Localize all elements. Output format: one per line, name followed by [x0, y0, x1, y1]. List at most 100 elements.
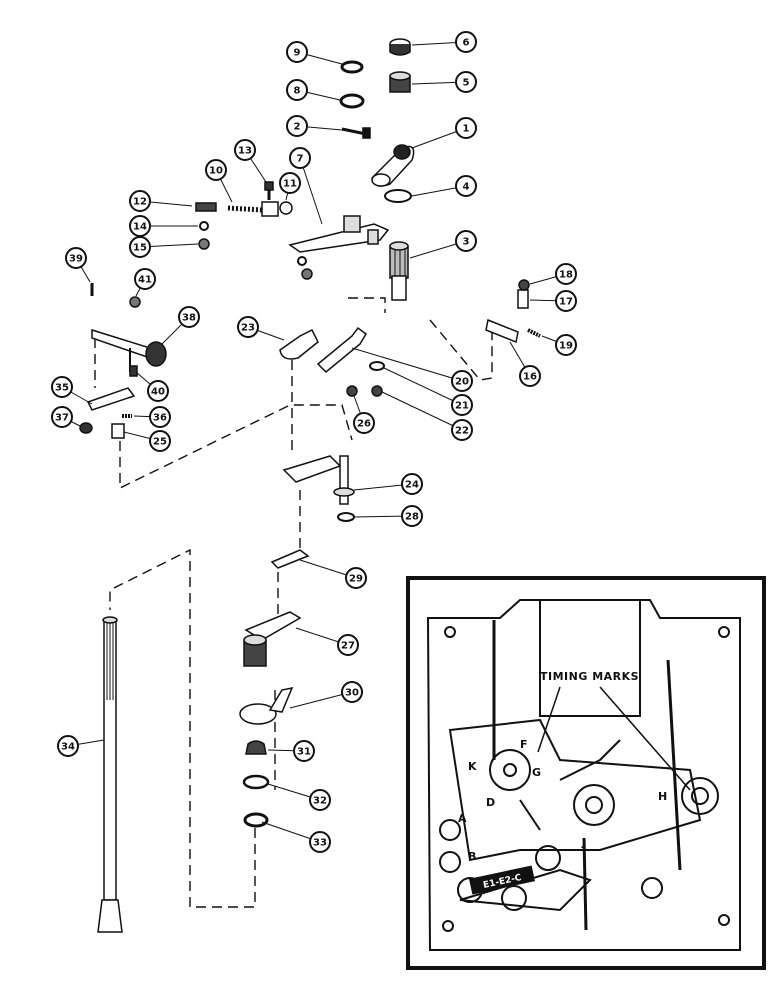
callout-12: 12 [129, 190, 193, 212]
part-26-nut [346, 385, 358, 397]
part-5-bushing [389, 71, 411, 93]
part-10-rod [227, 205, 263, 213]
inset-letter-h: H [658, 790, 667, 803]
parts [79, 38, 541, 933]
callout-20: 20 [351, 347, 473, 392]
callout-2: 2 [286, 115, 343, 137]
part-22-nut [371, 385, 383, 397]
callout-4: 4 [411, 175, 477, 197]
callout-30: 30 [289, 681, 363, 709]
part-16-link [485, 318, 519, 344]
inset-letter-k: K [468, 760, 477, 773]
part-21-washer [369, 361, 385, 371]
callout-number: 9 [294, 48, 301, 59]
callout-number: 26 [357, 419, 371, 430]
part-25-bushing [111, 423, 125, 439]
callout-15: 15 [129, 236, 199, 258]
part-3-shaft [389, 241, 409, 301]
callout-13: 13 [234, 139, 267, 183]
callout-5: 5 [411, 71, 477, 93]
callout-18: 18 [529, 263, 577, 285]
callout-number: 14 [133, 222, 147, 233]
callout-number: 4 [463, 182, 470, 193]
callout-number: 8 [294, 86, 301, 97]
callout-number: 41 [138, 275, 152, 286]
callout-17: 17 [529, 290, 577, 312]
part-14-washer [199, 221, 209, 231]
callout-24: 24 [353, 473, 423, 495]
callout-layer: 1234567891011121314151617181920212223242… [51, 31, 577, 853]
part-40-screw [129, 365, 138, 377]
part-11-rod-end [261, 201, 293, 217]
callout-number: 2 [294, 122, 301, 133]
callout-number: 30 [345, 688, 359, 699]
part-23-arm [279, 328, 319, 360]
callout-36: 36 [133, 406, 171, 428]
part-6-nut [389, 38, 411, 56]
callout-26: 26 [353, 395, 375, 434]
callout-number: 1 [463, 124, 470, 135]
inset-letter-b: B [468, 850, 476, 863]
inset-letter-d: D [486, 796, 495, 809]
part-29-lever [270, 549, 310, 569]
timing-inset [406, 576, 766, 970]
part-8-washer [339, 93, 365, 109]
callout-28: 28 [353, 505, 423, 527]
callout-number: 23 [241, 323, 255, 334]
inset-code-tag [469, 865, 535, 895]
callout-number: 32 [313, 796, 327, 807]
callout-number: 27 [341, 641, 355, 652]
inset-letter-f: F [520, 738, 528, 751]
inset-letter-a: A [458, 812, 467, 825]
callout-number: 35 [55, 383, 69, 394]
callout-number: 28 [405, 512, 419, 523]
part-13-screw [264, 181, 274, 200]
callout-16: 16 [509, 341, 541, 387]
callout-27: 27 [295, 627, 359, 656]
callout-number: 33 [313, 838, 327, 849]
callout-number: 34 [61, 742, 75, 753]
callout-6: 6 [411, 31, 477, 53]
callout-8: 8 [286, 79, 341, 101]
callout-34: 34 [57, 735, 105, 757]
callout-3: 3 [409, 230, 477, 259]
part-4-washer [384, 189, 412, 203]
callout-number: 6 [463, 38, 470, 49]
callout-21: 21 [383, 367, 473, 416]
callout-number: 22 [455, 426, 469, 437]
callout-number: 40 [151, 387, 165, 398]
callout-37: 37 [51, 406, 81, 428]
part-28-washer [337, 512, 355, 522]
part-9-snap-ring [340, 60, 364, 74]
callout-number: 10 [209, 166, 223, 177]
part-37-nut [79, 422, 93, 434]
callout-19: 19 [541, 334, 577, 356]
callout-number: 15 [133, 243, 147, 254]
part-27-lever [243, 611, 302, 667]
callout-38: 38 [161, 306, 200, 345]
inset-letter-g: G [532, 766, 541, 779]
part-15-nut [198, 238, 210, 250]
callout-40: 40 [135, 371, 169, 402]
part-41-nut [129, 296, 141, 308]
callout-10: 10 [205, 159, 233, 203]
part-24-bracket [282, 455, 355, 505]
callout-7: 7 [289, 147, 323, 225]
callout-number: 24 [405, 480, 419, 491]
callout-number: 38 [182, 313, 196, 324]
callout-23: 23 [237, 316, 285, 341]
callout-number: 37 [55, 413, 69, 424]
callout-number: 19 [559, 341, 573, 352]
timing-marks-label: TIMING MARKS [540, 670, 639, 683]
callout-9: 9 [286, 41, 343, 65]
part-14-washer-b [297, 256, 307, 266]
part-15-nut-b [301, 268, 313, 280]
callout-number: 5 [463, 78, 470, 89]
callout-number: 29 [349, 574, 363, 585]
callout-1: 1 [411, 117, 477, 149]
callout-number: 21 [455, 401, 469, 412]
callout-33: 33 [261, 821, 331, 853]
callout-32: 32 [267, 783, 331, 811]
part-17-pin [517, 289, 529, 309]
